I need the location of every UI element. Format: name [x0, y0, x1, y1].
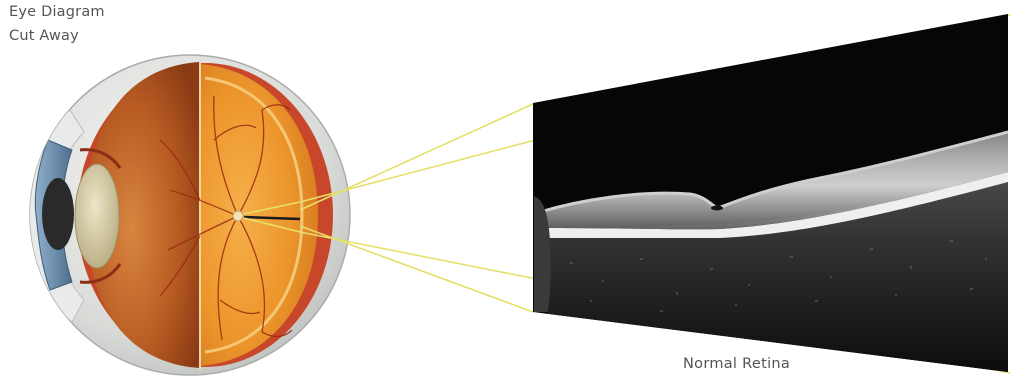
figure-title-line-1: Eye Diagram [9, 4, 105, 20]
oct-foveal-pit [711, 206, 723, 211]
oct-scan-caption: Normal Retina [683, 356, 790, 372]
oct-retina-scan [533, 14, 1008, 372]
eyeball-illustration [24, 55, 350, 375]
figure-title-line-2: Cut Away [9, 28, 79, 44]
pupil [42, 178, 74, 250]
crystalline-lens [75, 164, 119, 268]
optic-disc [233, 211, 243, 221]
